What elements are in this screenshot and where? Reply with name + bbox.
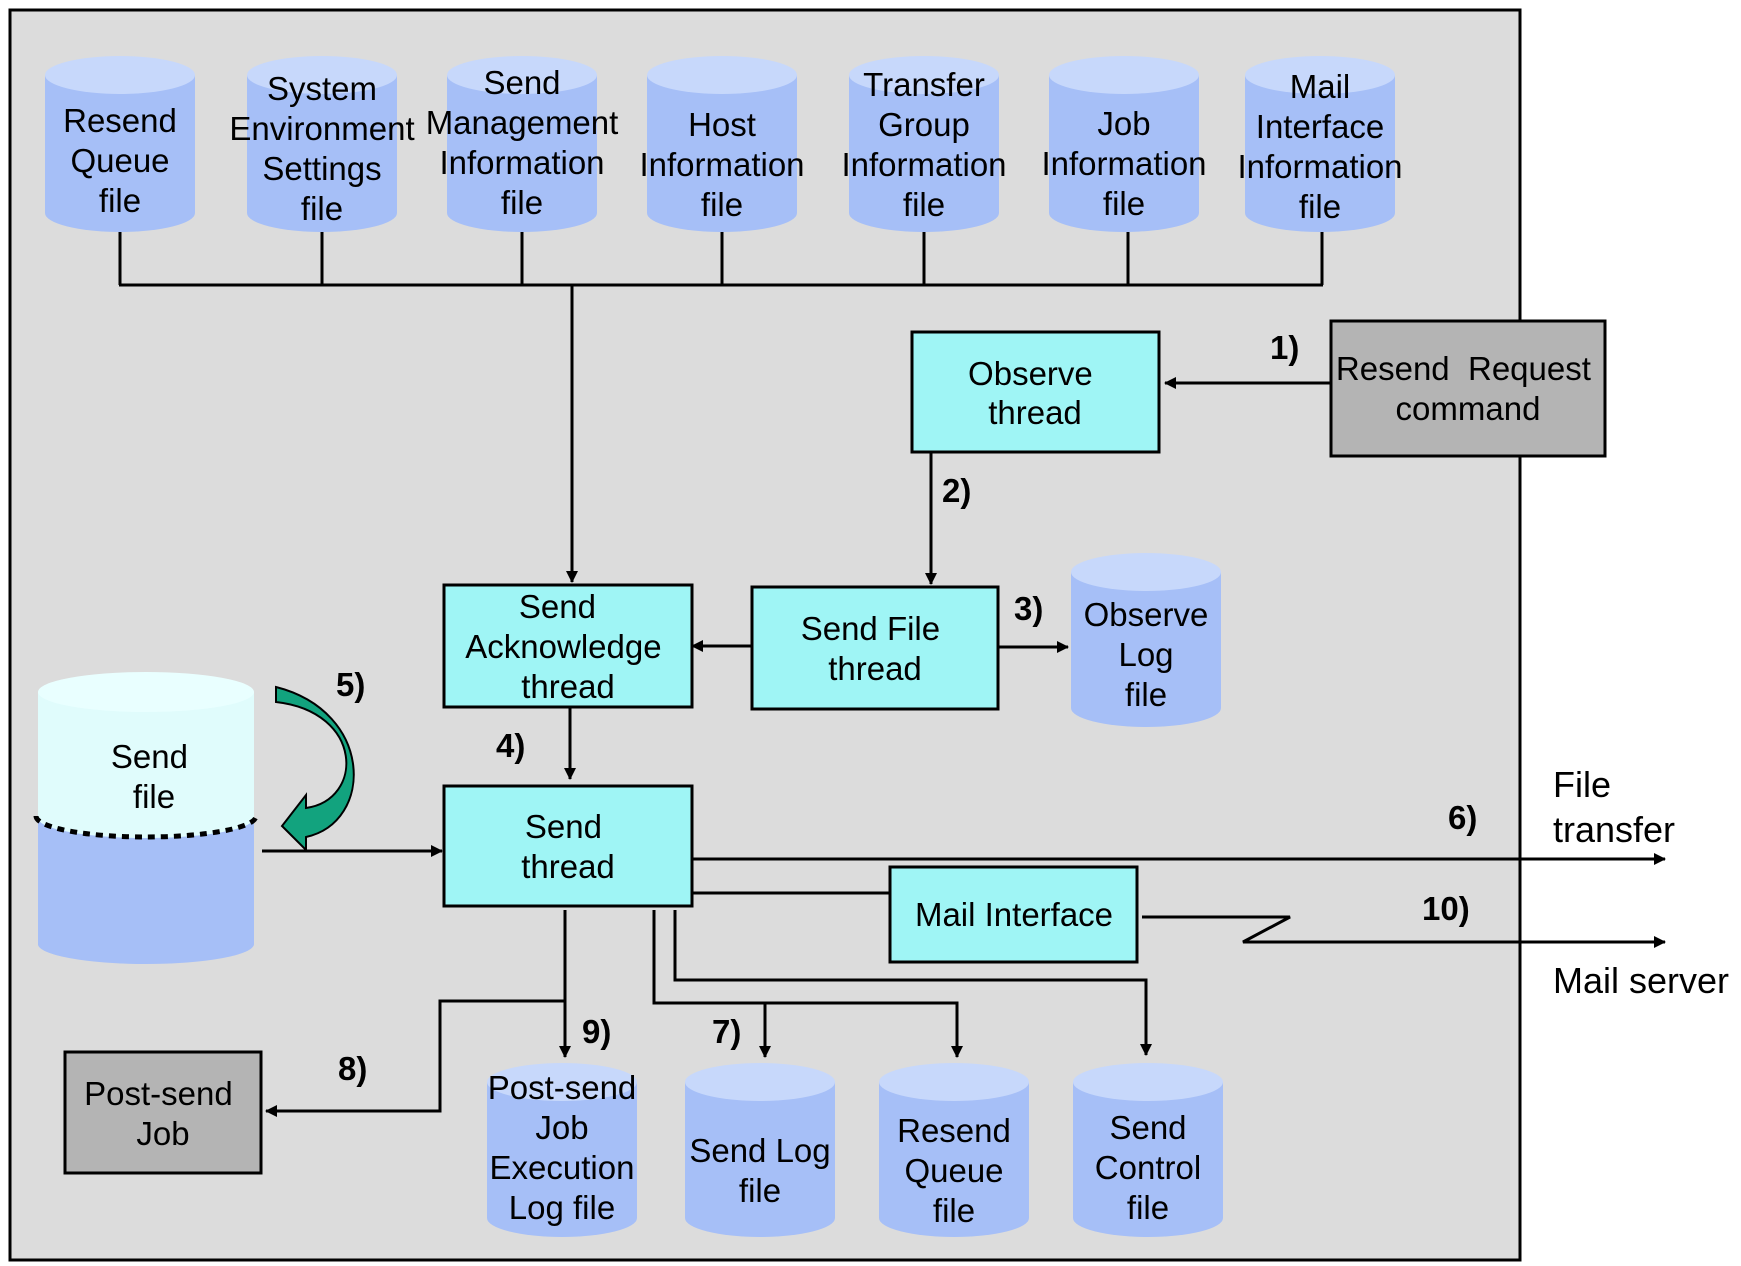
system-environment-settings-file-body [247,75,397,232]
resend-queue-file-bottom-body [879,1082,1029,1237]
svg-text:Send Acknowledge t: Send Acknowledge thread [465,588,670,705]
step-1: 1) [1270,329,1299,366]
host-information-file-top [647,56,797,94]
step-3: 3) [1014,590,1043,627]
svg-text:Mail Interface: Mail Interface [915,896,1113,933]
send-file-divider [33,815,259,840]
top-files-bus [118,232,1324,287]
send-control-file-body [1073,1082,1223,1237]
job-information-file-top [1049,56,1199,94]
observe-thread: Observe thread [910,330,1161,454]
mail-server-label: Mail server [1553,960,1729,1001]
step-2: 2) [942,472,971,509]
file-transfer-label: File transfer [1553,764,1675,850]
step-labels: 1) 2) 3) 4) 5) 6) 7) 8) 9) 10) [336,329,1477,1087]
system-environment-settings-file-top [247,56,397,94]
curved-arrow-icon [275,685,355,853]
arrow-10-mail-server [1142,915,1666,948]
arrow-send-to-sendcontrol [673,910,1152,1056]
send-file-upper-body [38,692,254,838]
send-file-thread: Send File thread [750,585,1000,711]
step-6: 6) [1448,799,1477,836]
svg-text:Post-send Job: Post-send Job [84,1075,242,1152]
step-4: 4) [496,727,525,764]
send-file-cylinder: Send file [33,672,355,964]
job-information-file-body [1049,75,1199,232]
send-management-information-file-top [447,56,597,94]
step-9: 9) [582,1013,611,1050]
arrow-send-to-resendqueue [765,1001,963,1058]
step-5: 5) [336,666,365,703]
svg-text:Send File thread: Send File thread [801,610,950,687]
send-thread: Send thread [442,784,694,908]
step-8: 8) [338,1050,367,1087]
send-file-label: Send file [111,738,197,815]
resend-queue-file-bottom-top [879,1063,1029,1101]
svg-text:Observe thread: Observe thread [968,355,1102,431]
mail-interface: Mail Interface [888,865,1139,964]
send-acknowledge-thread: Send Acknowledge thread [442,583,694,709]
step-10: 10) [1422,890,1470,927]
transfer-group-information-file-top [849,56,999,94]
transfer-group-information-file-body [849,75,999,232]
observe-log-file-top [1071,553,1221,591]
arrow-7-send-to-sendlog [652,910,771,1058]
post-send-job-execution-log-file-top [487,1063,637,1101]
host-information-file-body [647,75,797,232]
svg-text:Send thread: Send thread [521,808,615,885]
observe-log-file-body [1071,572,1221,727]
resend-queue-file-top-body [45,75,195,232]
mail-interface-information-file-top [1245,56,1395,94]
send-log-file-top [685,1063,835,1101]
send-file-lower-body [38,818,254,964]
post-send-job-execution-log-file-body [487,1082,637,1237]
send-log-file-body [685,1082,835,1237]
svg-text:Resend Request command: Resend Request command [1336,350,1600,427]
resend-queue-file-top-top [45,56,195,94]
mail-interface-information-file-body [1245,75,1395,232]
send-management-information-file-body [447,75,597,232]
post-send-job: Post-send Job [63,1050,263,1175]
resend-request-command: Resend Request command [1329,319,1607,458]
arrow-8-to-postsend-job [265,999,565,1117]
send-control-file-top [1073,1063,1223,1101]
connector-arrows [262,285,1666,1117]
step-7: 7) [712,1013,741,1050]
send-file-top [38,672,254,712]
